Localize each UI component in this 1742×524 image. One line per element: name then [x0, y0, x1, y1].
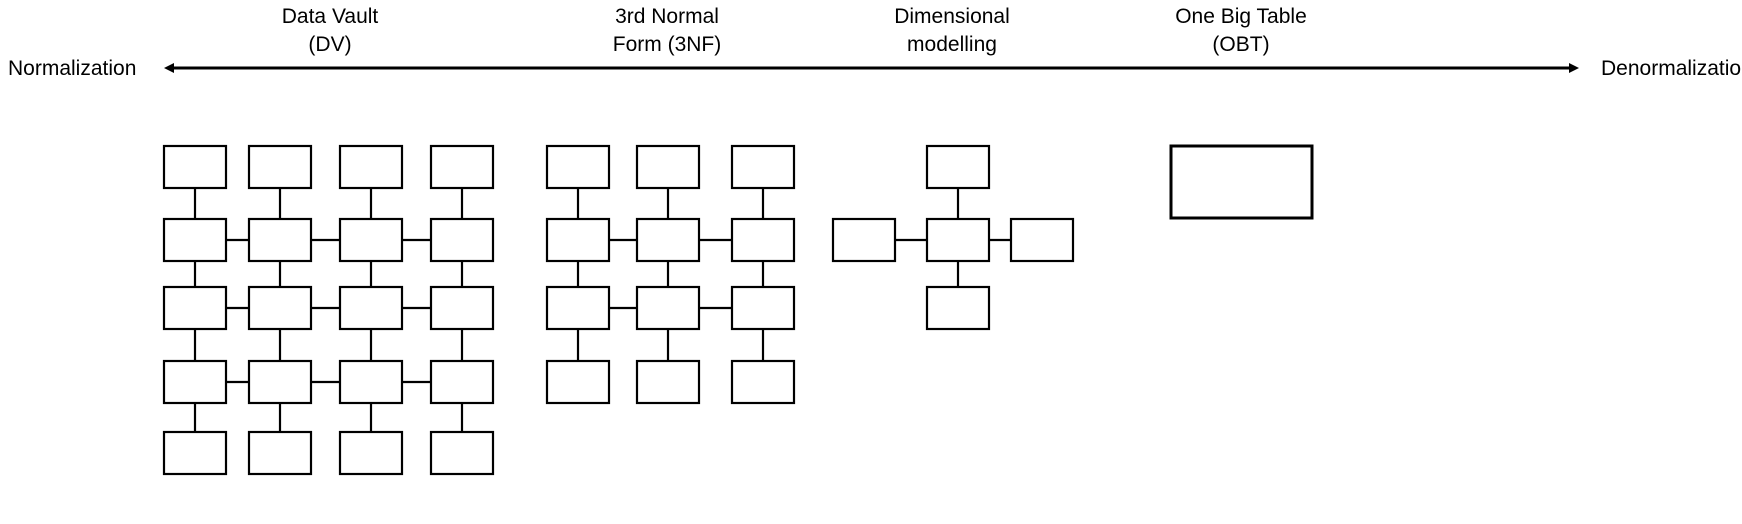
table-node [338, 144, 404, 190]
column-label-dimensional-line2: modelling [907, 33, 997, 56]
dimension-node [925, 285, 991, 331]
table-node [545, 285, 611, 331]
table-node [429, 430, 495, 476]
table-node [730, 144, 796, 190]
third-normal-form-model-group [545, 144, 796, 405]
table-node [247, 144, 313, 190]
table-node [162, 144, 228, 190]
one-big-table-model-group [1169, 144, 1314, 220]
table-node [429, 217, 495, 263]
column-label-obt-line2: (OBT) [1212, 33, 1269, 56]
table-node [635, 144, 701, 190]
table-node [338, 359, 404, 405]
table-node [730, 217, 796, 263]
column-label-data-vault-line1: Data Vault [282, 5, 379, 28]
table-node [429, 144, 495, 190]
dimension-node [831, 217, 897, 263]
table-node [247, 217, 313, 263]
column-label-data-vault-line2: (DV) [308, 33, 351, 56]
dimension-node [1009, 217, 1075, 263]
column-label-obt-line1: One Big Table [1175, 5, 1307, 28]
table-node [730, 285, 796, 331]
fact-node [925, 217, 991, 263]
one-big-table-node [1169, 144, 1314, 220]
table-node [635, 359, 701, 405]
table-node [247, 359, 313, 405]
table-node [338, 285, 404, 331]
table-node [247, 285, 313, 331]
column-label-3nf-line1: 3rd Normal [615, 5, 719, 28]
table-node [429, 359, 495, 405]
table-node [162, 285, 228, 331]
column-labels-group: Data Vault (DV) 3rd Normal Form (3NF) Di… [282, 5, 1307, 56]
axis-group: Normalization Denormalization [8, 57, 1742, 80]
table-node [338, 217, 404, 263]
table-node [162, 359, 228, 405]
table-node [338, 430, 404, 476]
table-node [545, 144, 611, 190]
table-node [635, 217, 701, 263]
axis-left-label: Normalization [8, 57, 136, 80]
table-node [429, 285, 495, 331]
dimension-node [925, 144, 991, 190]
table-node [162, 430, 228, 476]
table-node [545, 217, 611, 263]
table-node [545, 359, 611, 405]
table-node [162, 217, 228, 263]
data-vault-model-group [162, 144, 495, 476]
table-node [247, 430, 313, 476]
table-node [635, 285, 701, 331]
dimensional-model-group [831, 144, 1075, 331]
column-label-3nf-line2: Form (3NF) [613, 33, 722, 56]
column-label-dimensional-line1: Dimensional [894, 5, 1010, 28]
table-node [730, 359, 796, 405]
axis-right-label: Denormalization [1601, 57, 1742, 80]
